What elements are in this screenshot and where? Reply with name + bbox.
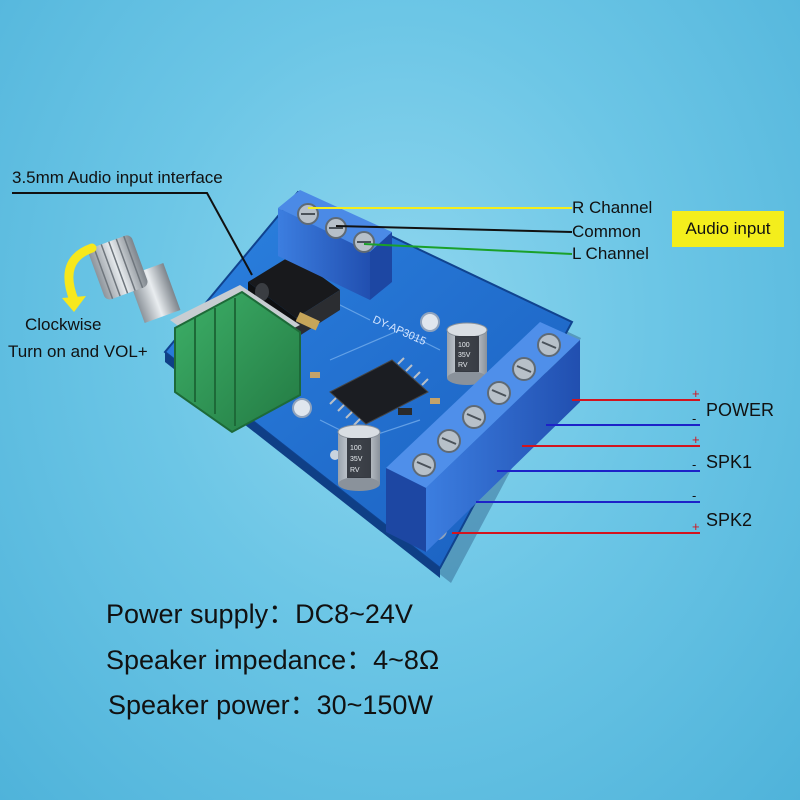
screw-slot: [416, 461, 432, 469]
potentiometer-knob: [88, 235, 181, 323]
screw-slot: [491, 389, 507, 397]
screw-slot: [541, 341, 557, 349]
audio-terminal-block: [278, 190, 392, 300]
spec-speaker-power: Speaker power：30~150W: [108, 690, 433, 720]
r-channel-label: R Channel: [572, 198, 653, 217]
screw-slot: [441, 437, 457, 445]
smd-component: [310, 372, 320, 378]
mounting-hole: [330, 450, 340, 460]
amplifier-chip: [329, 359, 429, 425]
power-plus-sign: +: [692, 386, 700, 401]
spk2-label: SPK2: [706, 510, 753, 530]
audio-interface-pointer: [12, 192, 253, 276]
capacitor-series-label: RV: [350, 467, 360, 474]
capacitor-voltage-label: 35V: [458, 352, 471, 359]
spk1-label: SPK1: [706, 452, 753, 472]
spk2-plus-sign: +: [692, 519, 700, 534]
capacitor-top: 100 35V RV: [446, 322, 488, 385]
clockwise-label: Clockwise: [25, 315, 102, 334]
audio-interface-label: 3.5mm Audio input interface: [12, 168, 223, 187]
spec-impedance: Speaker impedance：4~8Ω: [106, 645, 440, 675]
capacitor-bottom: 100 35V RV: [337, 424, 381, 491]
common-line: [335, 225, 573, 233]
mounting-hole: [420, 312, 440, 332]
audio-input-badge: Audio input: [672, 211, 784, 247]
smd-component: [398, 408, 412, 415]
spk2-minus-sign: -: [692, 488, 697, 503]
screw-slot: [516, 365, 532, 373]
mounting-hole: [292, 398, 312, 418]
screw-slot: [466, 413, 482, 421]
capacitor-series-label: RV: [458, 362, 468, 369]
smd-component: [430, 398, 440, 404]
potentiometer: [170, 285, 301, 434]
l-channel-label: L Channel: [572, 244, 649, 263]
l-channel-line: [363, 243, 573, 255]
capacitor-value-label: 100: [350, 445, 362, 452]
spk1-plus-sign: +: [692, 432, 700, 447]
capacitor-voltage-label: 35V: [350, 456, 363, 463]
power-minus-sign: -: [692, 411, 697, 426]
clockwise-arrow-icon: [62, 243, 97, 312]
capacitor-value-label: 100: [458, 342, 470, 349]
spk1-minus-sign: -: [692, 457, 697, 472]
spec-power-supply: Power supply：DC8~24V: [106, 599, 413, 629]
chip-pins: [329, 357, 429, 426]
common-label: Common: [572, 222, 641, 241]
power-label: POWER: [706, 400, 775, 420]
terminal-screws: [412, 333, 561, 477]
turn-on-label: Turn on and VOL+: [8, 342, 148, 361]
